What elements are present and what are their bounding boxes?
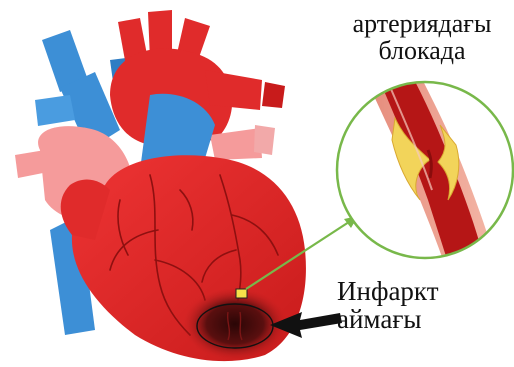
infarct-zone-label-line1: Инфаркт bbox=[337, 277, 477, 305]
artery-zoom-view bbox=[337, 65, 513, 275]
blockage-marker bbox=[236, 289, 247, 298]
artery-blockage-label-line1: артериядағы bbox=[330, 10, 514, 37]
infarct-zone-label-line2: аймағы bbox=[337, 305, 477, 333]
artery-blockage-label: артериядағы блокада bbox=[330, 10, 514, 65]
infarct-zone bbox=[183, 288, 287, 360]
infarct-zone-label: Инфаркт аймағы bbox=[337, 277, 477, 334]
artery-blockage-label-line2: блокада bbox=[330, 37, 514, 64]
